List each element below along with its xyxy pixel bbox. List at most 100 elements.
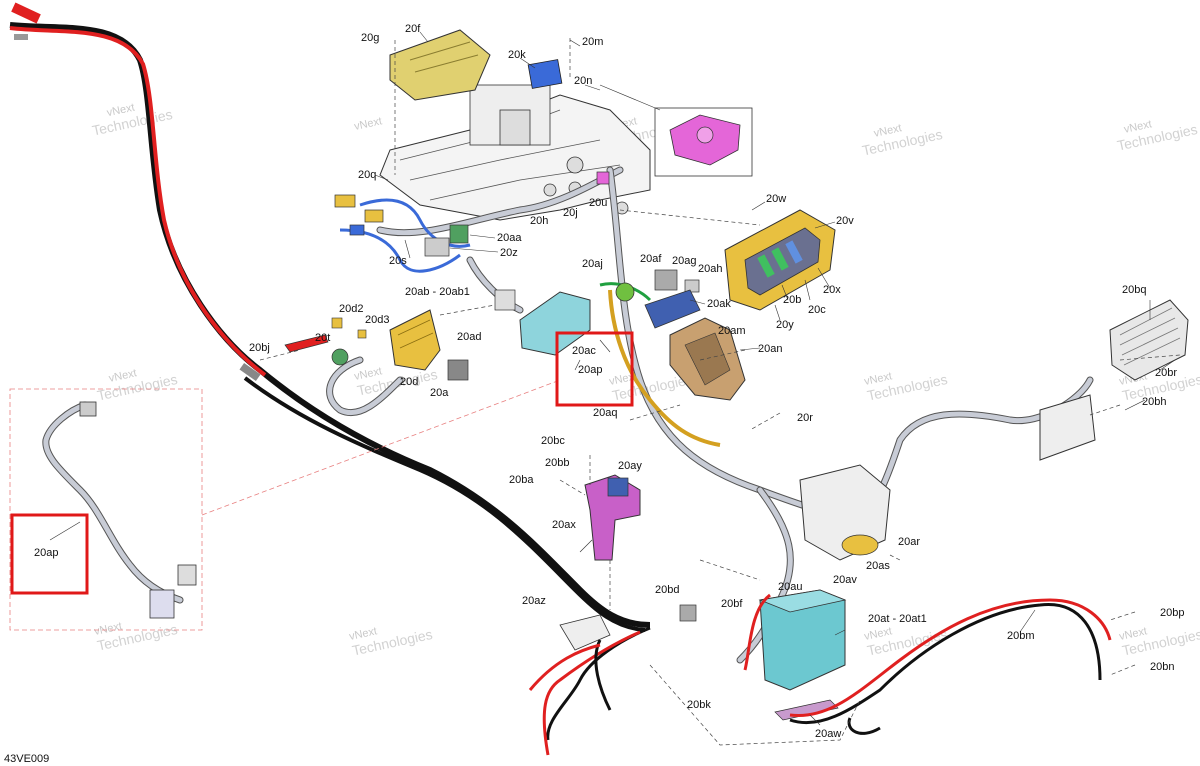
label-20a: 20a [430, 387, 449, 399]
label-20r: 20r [797, 412, 813, 424]
switch-panel-20v [724, 209, 836, 311]
battery-cables [528, 593, 1112, 756]
label-20bc: 20bc [541, 435, 565, 447]
label-20bk: 20bk [687, 699, 711, 711]
highlight-box-main [555, 331, 634, 407]
label-20b: 20b [783, 294, 801, 306]
label-20br: 20br [1155, 367, 1177, 379]
label-20x: 20x [823, 284, 841, 296]
label-20m: 20m [582, 36, 603, 48]
label-20bq: 20bq [1122, 284, 1146, 296]
watermark: vNext Technologies [91, 102, 174, 139]
label-20au: 20au [778, 581, 802, 593]
label-20c: 20c [808, 304, 826, 316]
label-20bm: 20bm [1007, 630, 1035, 642]
label-20aw: 20aw [815, 728, 841, 740]
highlight-box-detail [10, 513, 89, 595]
callout-labels: 20f 20g 20m 20k 20n 20q 20h 20j 20u 20w … [34, 23, 1184, 740]
svg-text:vNext: vNext [353, 365, 383, 383]
module-20z [424, 237, 450, 257]
label-20w: 20w [766, 193, 786, 205]
label-20ap-main: 20ap [578, 364, 602, 376]
fuse-box-20d [389, 309, 441, 371]
leader-lines [49, 31, 1176, 726]
watermark: vNext Technologies [353, 115, 383, 133]
switch-20af [654, 269, 678, 291]
shifter-housing-20am [669, 317, 746, 401]
assembly-lines [259, 38, 1181, 746]
svg-text:vNext: vNext [348, 625, 378, 643]
label-20bb: 20bb [545, 457, 569, 469]
label-20am: 20am [718, 325, 746, 337]
label-20s: 20s [389, 255, 407, 267]
label-20aq: 20aq [593, 407, 617, 419]
bracket-20bj [284, 334, 329, 353]
label-20bf: 20bf [721, 598, 743, 610]
label-20bp: 20bp [1160, 607, 1184, 619]
watermark: vNext Technologies [863, 370, 949, 403]
label-20ak: 20ak [707, 298, 731, 310]
bracket-20az [559, 614, 611, 651]
label-20q: 20q [358, 169, 376, 181]
switch-bank-20ak [644, 289, 701, 329]
label-20g: 20g [361, 32, 379, 44]
label-20d2: 20d2 [339, 303, 363, 315]
engine-block [799, 464, 891, 561]
switch-20a [447, 359, 469, 381]
label-20an: 20an [758, 343, 782, 355]
relay-20aa [449, 224, 469, 244]
label-20az: 20az [522, 595, 546, 607]
battery-20at [758, 589, 847, 721]
label-20j: 20j [563, 207, 578, 219]
watermark: vNext Technologies [1116, 118, 1199, 153]
label-20ah: 20ah [698, 263, 722, 275]
switch-20ag [684, 279, 700, 293]
label-20u: 20u [589, 197, 607, 209]
label-20h: 20h [530, 215, 548, 227]
label-20ag: 20ag [672, 255, 696, 267]
svg-text:vNext: vNext [873, 122, 903, 140]
label-20bh: 20bh [1142, 396, 1166, 408]
fuse-20d3 [357, 329, 367, 339]
connector-20k [527, 59, 563, 89]
label-20ap-detail: 20ap [34, 547, 58, 559]
pink-bracket-20n [654, 107, 753, 177]
label-20bn: 20bn [1150, 661, 1174, 673]
label-20z: 20z [500, 247, 518, 259]
figure-id: 43VE009 [4, 753, 49, 765]
bracket-20ad [494, 289, 516, 311]
fuse-20d2 [331, 317, 343, 329]
label-20f: 20f [405, 23, 421, 35]
pink-clip-20u [596, 171, 610, 185]
label-20at: 20at - 20at1 [868, 613, 927, 625]
connector-20q [334, 194, 384, 236]
label-20af: 20af [640, 253, 662, 265]
label-20ba: 20ba [509, 474, 534, 486]
svg-text:vNext: vNext [93, 620, 123, 638]
label-20as: 20as [866, 560, 890, 572]
svg-text:vNext: vNext [863, 625, 893, 643]
label-20bd: 20bd [655, 584, 679, 596]
label-20aa: 20aa [497, 232, 522, 244]
svg-text:vNext: vNext [106, 102, 136, 120]
svg-text:vNext: vNext [1123, 118, 1153, 136]
cooling-unit-20bq [1109, 299, 1189, 381]
svg-text:vNext: vNext [1118, 625, 1148, 643]
svg-text:vNext: vNext [108, 367, 138, 385]
label-20ac: 20ac [572, 345, 596, 357]
label-20ab: 20ab - 20ab1 [405, 286, 470, 298]
watermark: vNext Technologies [1118, 625, 1200, 658]
label-20bj: 20bj [249, 342, 270, 354]
label-20d: 20d [400, 376, 418, 388]
bracket-20bh [1039, 394, 1096, 461]
svg-text:vNext: vNext [863, 370, 893, 388]
label-20ax: 20ax [552, 519, 576, 531]
label-20ad: 20ad [457, 331, 481, 343]
watermark: vNext Technologies [861, 122, 944, 158]
relay-20bd [679, 604, 697, 622]
switch-20aj [615, 282, 635, 302]
label-20d3: 20d3 [365, 314, 389, 326]
label-20ar: 20ar [898, 536, 920, 548]
detail-inset-20ap [9, 379, 561, 631]
